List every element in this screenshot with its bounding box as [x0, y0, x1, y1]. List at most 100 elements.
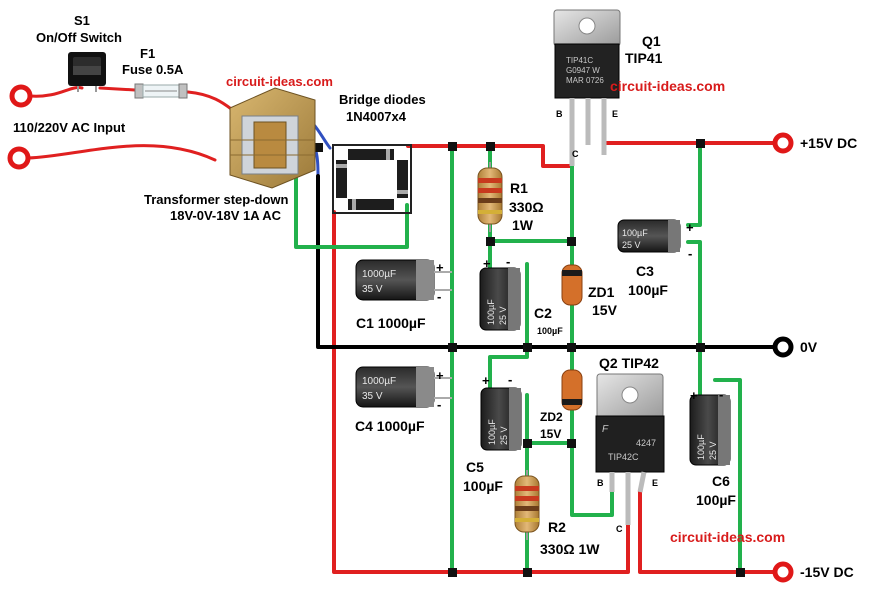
- c5-name: C5: [466, 459, 484, 475]
- watermark-3: circuit-ideas.com: [670, 529, 785, 545]
- q1-pin-b: B: [556, 109, 563, 119]
- transformer-line1: Transformer step-down: [144, 192, 289, 207]
- transformer: [229, 87, 316, 189]
- c2-body-value: 100µF: [486, 299, 496, 325]
- c5-plus: +: [482, 373, 490, 388]
- c5-body-volt: 25 V: [499, 426, 509, 445]
- watermark-1: circuit-ideas.com: [226, 74, 333, 89]
- c3-plus: [686, 141, 702, 227]
- q1-pin-c: C: [572, 149, 579, 159]
- c2-minus: -: [506, 254, 510, 269]
- gnd-rail: [316, 174, 777, 349]
- c6-minus: [713, 378, 742, 574]
- r2-value: 330Ω 1W: [540, 541, 600, 557]
- r1-power: 1W: [512, 217, 534, 233]
- q1-marking-1: TIP41C: [566, 56, 593, 65]
- q2-name: Q2 TIP42: [599, 355, 659, 371]
- zd1-zener: [561, 264, 583, 306]
- on-off-switch[interactable]: [68, 52, 106, 92]
- c1-minus: -: [437, 289, 441, 304]
- c3-body-value: 100µF: [622, 228, 648, 238]
- neg-output-terminal[interactable]: [772, 561, 794, 583]
- c2-capacitor: 100µF 25 V: [479, 267, 521, 331]
- c3-body-volt: 25 V: [622, 240, 641, 250]
- q1-name: Q1: [642, 33, 661, 49]
- c4-plus: +: [436, 368, 444, 383]
- q1-part: TIP41: [625, 50, 663, 66]
- c6-value: 100µF: [696, 492, 736, 508]
- pos-rail: [406, 144, 574, 168]
- bridge-rectifier: [332, 144, 412, 214]
- switch-to-fuse: [98, 86, 137, 92]
- q2-pin-b: B: [597, 478, 604, 488]
- c3-minus: [686, 240, 702, 349]
- gnd-output-terminal[interactable]: [772, 336, 794, 358]
- q2-logo: F: [602, 424, 609, 435]
- c2-value: 100µF: [537, 326, 563, 336]
- q1-pin-e: E: [612, 109, 618, 119]
- ac-wire-top: [28, 86, 84, 98]
- c4-capacitor: 1000µF 35 V: [355, 366, 452, 408]
- junctions: [314, 139, 745, 577]
- ac-input-label: 110/220V AC Input: [13, 120, 126, 135]
- watermark-2: circuit-ideas.com: [610, 78, 725, 94]
- fuse-name: F1: [140, 46, 155, 61]
- pos-output-terminal[interactable]: [772, 132, 794, 154]
- zd1-value: 15V: [592, 302, 618, 318]
- fuse-desc: Fuse 0.5A: [122, 62, 184, 77]
- c4-body-value: 1000µF: [362, 376, 396, 387]
- neg-output-label: -15V DC: [800, 564, 854, 580]
- neg-out-rail: [638, 488, 777, 574]
- c2-name: C2: [534, 305, 552, 321]
- r1-value: 330Ω: [509, 199, 544, 215]
- q2-transistor: F 4247 TIP42C: [595, 373, 665, 525]
- c6-name: C6: [712, 473, 730, 489]
- q1-marking-3: MAR 0726: [566, 76, 604, 85]
- q1-marking-2: G0947 W: [566, 66, 600, 75]
- r2-resistor: [514, 470, 540, 540]
- r1-name: R1: [510, 180, 528, 196]
- c3-plus: +: [686, 220, 694, 235]
- gnd-output-label: 0V: [800, 339, 818, 355]
- bridge-line2: 1N4007x4: [346, 109, 407, 124]
- bridge-ac-loop: [294, 176, 409, 249]
- c3-name: C3: [636, 263, 654, 279]
- c1-body-volt: 35 V: [362, 284, 383, 295]
- c5-body-value: 100µF: [487, 419, 497, 445]
- switch-name: S1: [74, 13, 90, 28]
- c6-body-value: 100µF: [696, 434, 706, 460]
- fuse: [134, 83, 188, 99]
- zd2-name: ZD2: [540, 410, 563, 424]
- c1-capacitor: 1000µF 35 V: [355, 259, 452, 301]
- c1-label: C1 1000µF: [356, 315, 426, 331]
- c6-body-volt: 25 V: [708, 441, 718, 460]
- c4-minus: -: [437, 397, 441, 412]
- c5-capacitor: 100µF 25 V: [480, 387, 522, 451]
- c4-label: C4 1000µF: [355, 418, 425, 434]
- c3-value: 100µF: [628, 282, 668, 298]
- switch-desc: On/Off Switch: [36, 30, 122, 45]
- ac-terminal-bottom[interactable]: [7, 146, 31, 170]
- q2-pin-e: E: [652, 478, 658, 488]
- bridge-minus-drop: [332, 210, 630, 574]
- q1-transistor: TIP41C G0947 W MAR 0726: [553, 9, 621, 166]
- c1-body-value: 1000µF: [362, 269, 396, 280]
- q2-base-line: [570, 441, 614, 517]
- c5-minus: -: [508, 372, 512, 387]
- ac-terminal-top[interactable]: [9, 84, 33, 108]
- bridge-line1: Bridge diodes: [339, 92, 426, 107]
- c6-plus: +: [690, 388, 698, 403]
- ac-wire-bottom: [26, 144, 217, 162]
- c1-plus: +: [436, 260, 444, 275]
- zd1-name: ZD1: [588, 284, 615, 300]
- zd2-zener: [561, 369, 583, 411]
- r2-name: R2: [548, 519, 566, 535]
- c2-body-volt: 25 V: [498, 306, 508, 325]
- c2-plus: +: [483, 256, 491, 271]
- c6-minus: -: [719, 387, 723, 402]
- pos-output-label: +15V DC: [800, 135, 857, 151]
- zd2-value: 15V: [540, 427, 561, 441]
- c3-minus: -: [688, 246, 692, 261]
- q2-pin-c: C: [616, 524, 623, 534]
